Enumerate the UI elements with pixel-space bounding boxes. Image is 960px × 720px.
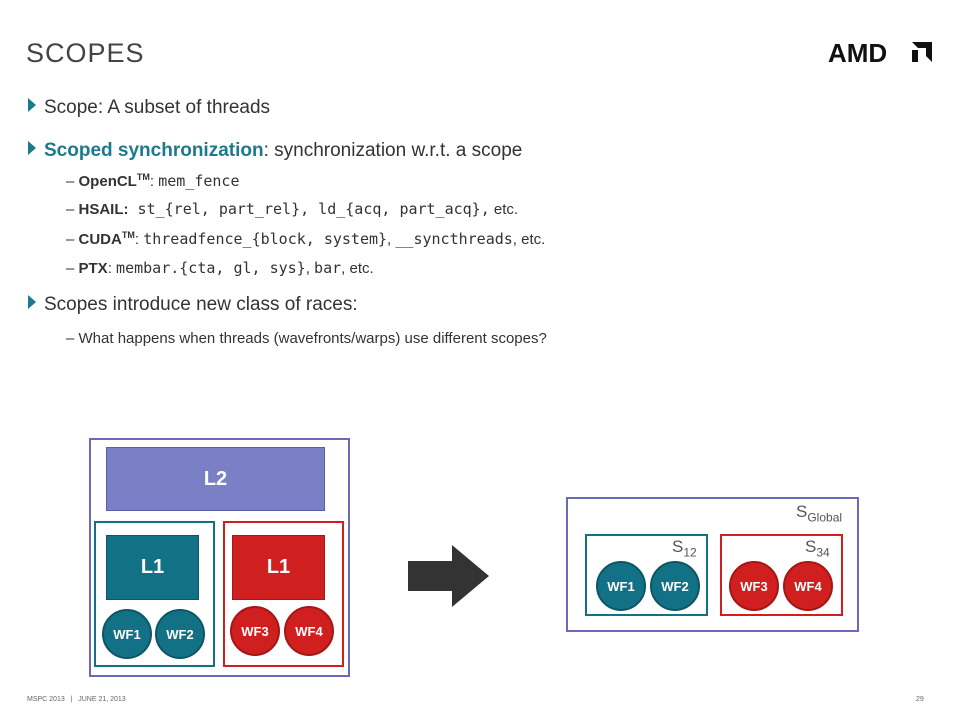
amd-logo-text: AMD	[828, 38, 887, 68]
scope-s34-box	[720, 534, 843, 616]
wavefront-wf3: WF3	[230, 606, 280, 656]
wavefront-wf2: WF2	[155, 609, 205, 659]
bullet-scope-definition: Scope: A subset of threads	[28, 97, 270, 119]
scope-label-s12: S12	[672, 537, 697, 560]
scope-label-s34: S34	[805, 537, 830, 560]
bullet-arrow-icon	[28, 295, 36, 309]
wavefront-wf3: WF3	[729, 561, 779, 611]
l2-cache-block: L2	[106, 447, 325, 511]
sub-bullet-hsail: – HSAIL: st_{rel, part_rel}, ld_{acq, pa…	[66, 200, 519, 218]
wavefront-wf1: WF1	[102, 609, 152, 659]
gpu-outer-box	[89, 438, 350, 677]
bullet-races: Scopes introduce new class of races:	[28, 294, 358, 316]
global-scope-box	[566, 497, 859, 632]
wavefront-wf4: WF4	[783, 561, 833, 611]
bullet-arrow-icon	[28, 141, 36, 155]
sub-bullet-ptx: – PTX: membar.{cta, gl, sys}, bar, etc.	[66, 259, 374, 277]
slide-title: SCOPES	[26, 38, 145, 68]
footer-text: MSPC 2013 | JUNE 21, 2013	[27, 696, 126, 703]
wavefront-wf4: WF4	[284, 606, 334, 656]
amd-logo: AMD	[828, 38, 932, 68]
right-arrow-icon	[408, 545, 489, 607]
l1-cache-left: L1	[106, 535, 199, 600]
wavefront-wf1: WF1	[596, 561, 646, 611]
sub-bullet-question: – What happens when threads (wavefronts/…	[66, 330, 547, 347]
sub-bullet-cuda: – CUDATM: threadfence_{block, system}, _…	[66, 230, 546, 248]
wavefront-wf2: WF2	[650, 561, 700, 611]
scope-s12-box	[585, 534, 708, 616]
scope-label-global: SGlobal	[796, 502, 843, 525]
bullet-scoped-sync: Scoped synchronization: synchronization …	[28, 140, 522, 162]
l1-cache-right: L1	[232, 535, 325, 600]
right-l1-group	[223, 521, 344, 667]
left-l1-group	[94, 521, 215, 667]
sub-bullet-opencl: – OpenCLTM: mem_fence	[66, 172, 240, 190]
bullet-arrow-icon	[28, 98, 36, 112]
page-number: 29	[916, 696, 924, 703]
